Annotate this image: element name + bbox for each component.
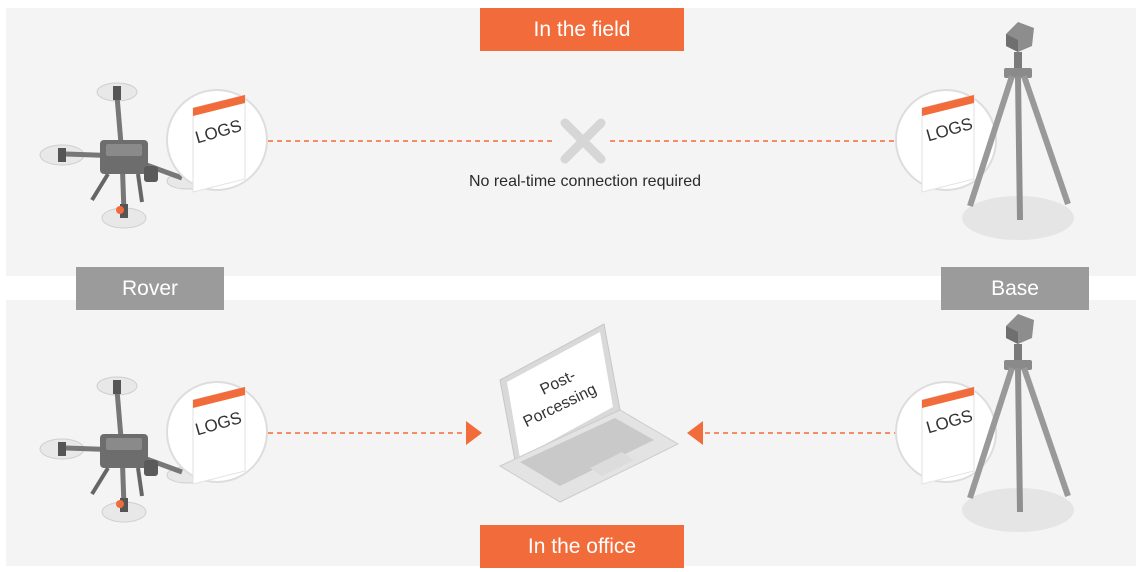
- cross-icon: [565, 123, 601, 159]
- rover-label: Rover: [76, 267, 224, 310]
- base-label: Base: [941, 267, 1089, 310]
- in-the-field-label: In the field: [480, 8, 684, 51]
- rover-arrow-icon: [466, 421, 482, 445]
- in-the-office-label: In the office: [480, 525, 684, 568]
- laptop-icon: [498, 323, 680, 503]
- no-connection-caption: No real-time connection required: [468, 173, 702, 190]
- base-arrow-icon: [687, 421, 703, 445]
